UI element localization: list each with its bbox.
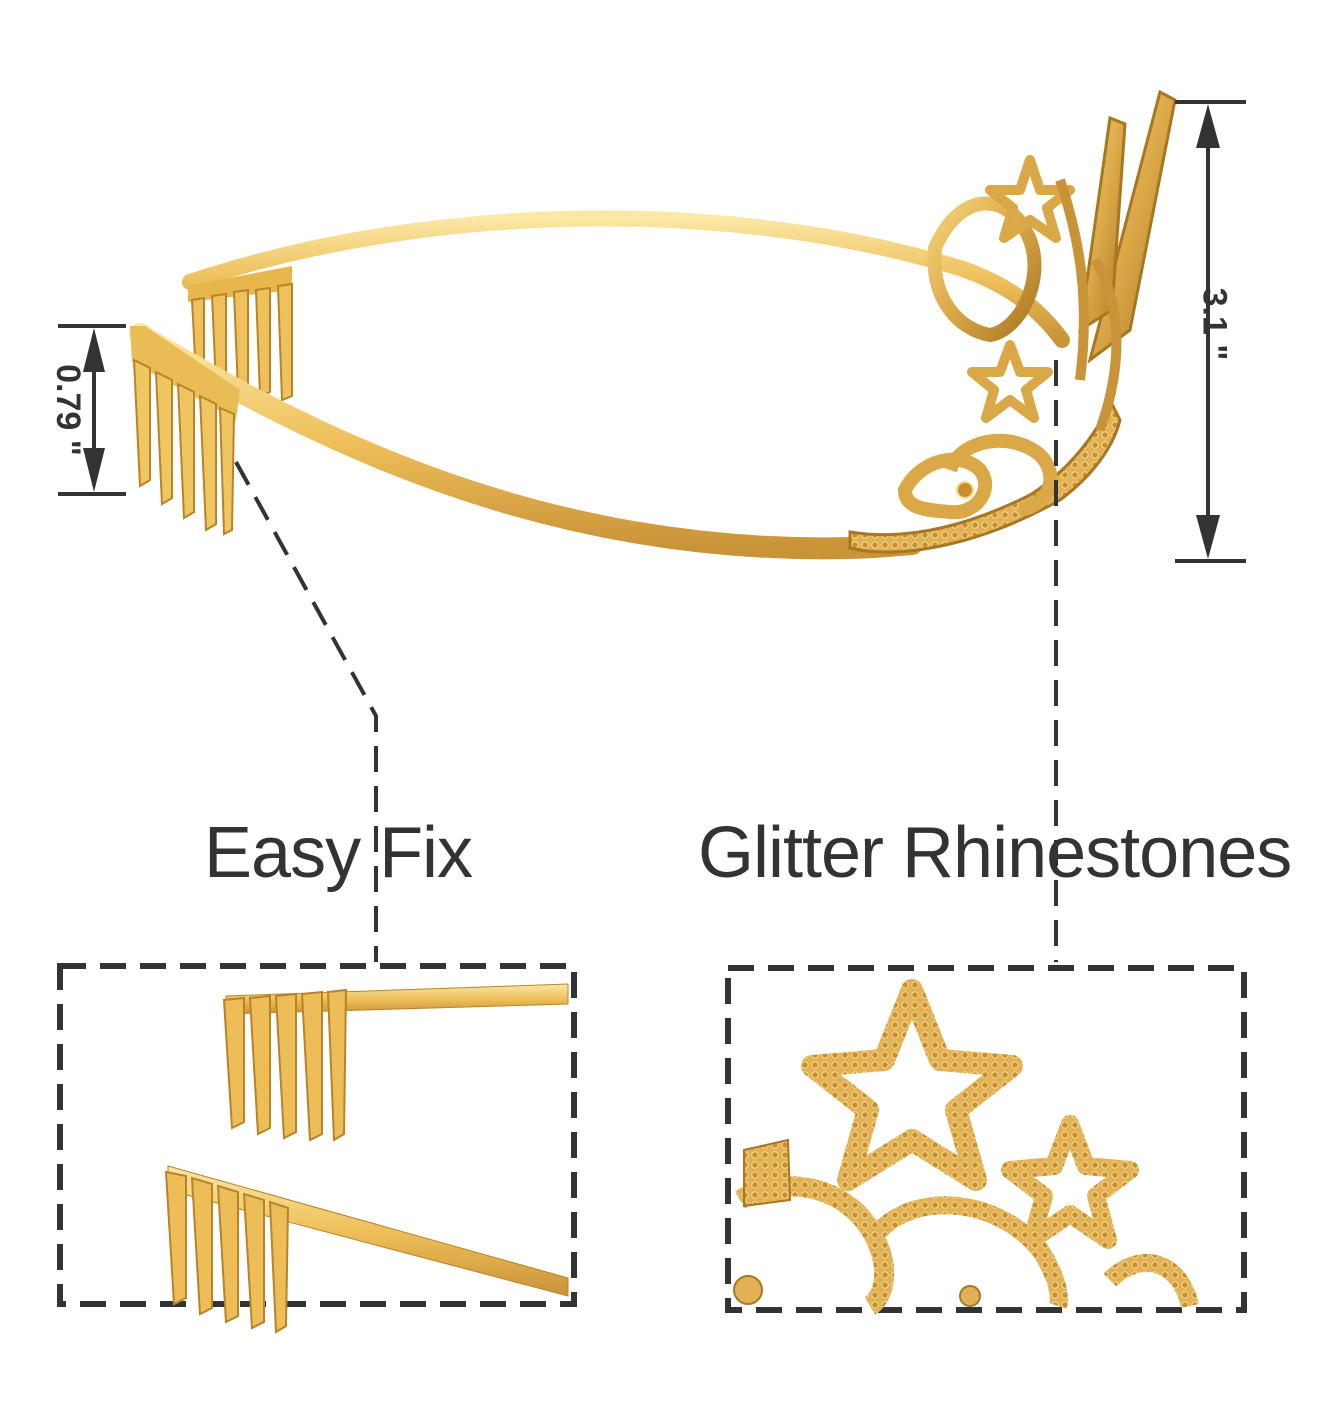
height-dimension [1175, 100, 1246, 563]
comb-icon [222, 983, 569, 1142]
comb-dimension-label: 0.79 " [48, 364, 87, 456]
headband-back [182, 210, 1070, 348]
star-icon [801, 979, 1023, 1191]
leader-lines [234, 360, 1058, 962]
tiara-icon [848, 89, 1177, 554]
height-dimension-label: 3.1 " [1195, 287, 1234, 361]
comb-dimension [58, 324, 126, 496]
rhinestone-detail-box [725, 965, 1247, 1315]
star-icon [967, 340, 1053, 423]
comb-icon [164, 1165, 569, 1334]
comb-detail-box [57, 963, 577, 1334]
star-icon [1001, 1115, 1139, 1249]
headband-front [129, 323, 923, 560]
comb-icon [188, 266, 293, 402]
comb-icon [130, 326, 240, 536]
easy-fix-label: Easy Fix [204, 813, 473, 893]
glitter-rhinestones-label: Glitter Rhinestones [698, 813, 1292, 893]
